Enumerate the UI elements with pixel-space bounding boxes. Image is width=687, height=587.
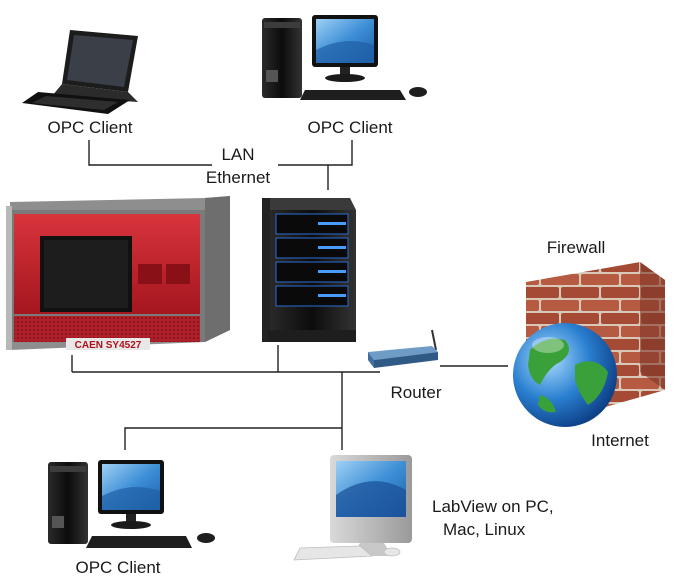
laptop-icon (22, 30, 138, 114)
lan-line-right (278, 140, 353, 166)
router-icon (368, 329, 438, 368)
bottom-branch-line (124, 427, 342, 450)
lan-label: LAN (221, 145, 255, 164)
caen-model-label: CAEN SY4527 (75, 340, 142, 351)
caen-crate-icon: CAEN SY4527 (6, 196, 230, 351)
opc-client-top-right-label: OPC Client (307, 118, 393, 137)
opc-client-bottom-label: OPC Client (75, 558, 161, 577)
lan-line-left (88, 140, 212, 166)
labview-label-line2: Mac, Linux (443, 520, 526, 539)
internet-label: Internet (591, 431, 649, 450)
server-tower-icon (262, 198, 356, 342)
firewall-label: Firewall (546, 238, 606, 257)
connection-lines (71, 140, 508, 450)
globe-icon (513, 323, 617, 427)
router-label: Router (390, 383, 442, 402)
opc-client-top-left-label: OPC Client (47, 118, 133, 137)
labview-label-line1: LabView on PC, (432, 497, 554, 516)
desktop-pc-icon (262, 15, 427, 100)
imac-icon (293, 455, 412, 561)
desktop-pc-bottom-icon (48, 460, 215, 548)
ethernet-label: Ethernet (205, 168, 271, 187)
